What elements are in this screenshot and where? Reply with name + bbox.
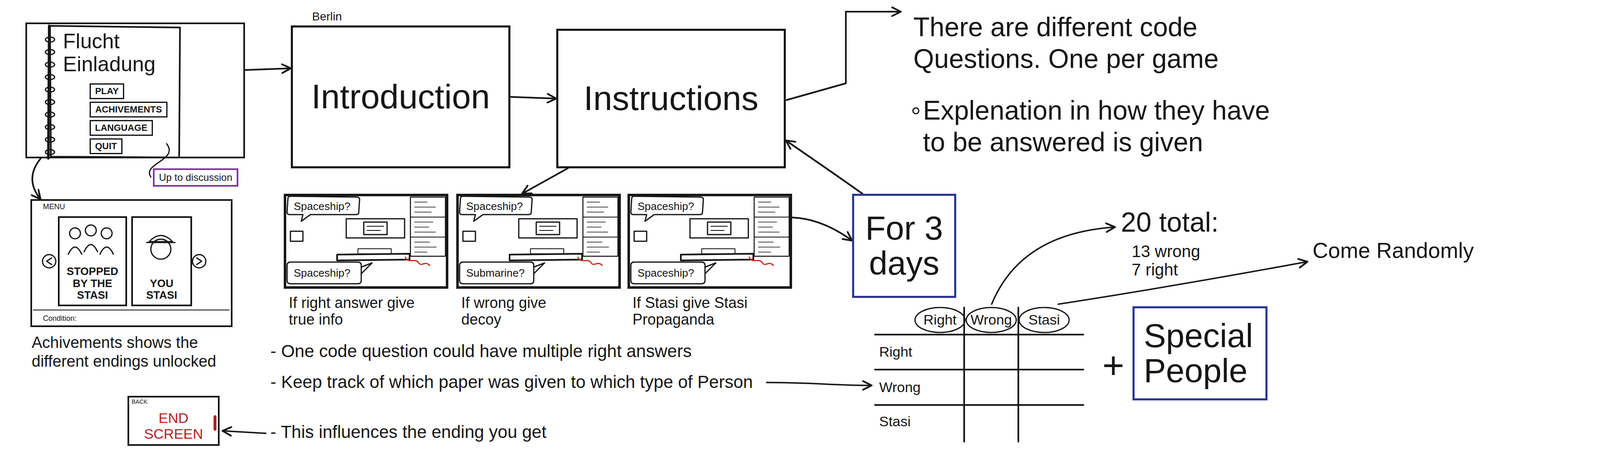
- leader-arrow: [1058, 261, 1308, 305]
- screen-caption: If right answer give true info: [288, 294, 431, 329]
- note-text: Come Randomly: [1312, 238, 1474, 264]
- menu-screen: MENU Condition: STOPPED BY THE STASI YOU ST…: [30, 199, 233, 328]
- end-marker: [213, 416, 217, 430]
- speech-text: Submarine?: [466, 267, 525, 280]
- table-header: Stasi: [1028, 311, 1060, 328]
- ending-name: STOPPED BY THE STASI: [61, 265, 124, 302]
- scene-box: BerlinIntroduction: [290, 25, 511, 169]
- back-label: BACK: [131, 398, 148, 405]
- total-count: 20 total:: [1120, 206, 1219, 239]
- loop-text: For 3 days: [862, 210, 946, 281]
- count-detail: 13 wrong: [1131, 241, 1201, 261]
- table-header: Right: [923, 311, 957, 328]
- special-text: Special People: [1143, 318, 1257, 389]
- condition-line: [33, 309, 230, 311]
- speech-text: Spaceship?: [637, 200, 695, 213]
- connector-arrow: [785, 140, 863, 194]
- special-box: Special People: [1132, 306, 1268, 401]
- title-card: Flucht EinladungPLAY ACHIVEMENTS LANGUAGE Q…: [25, 22, 245, 159]
- bullet-note: - One code question could have multiple …: [270, 340, 758, 362]
- screen-label: Condition:: [42, 314, 77, 323]
- scene-box: Instructions: [556, 28, 786, 169]
- game-screen: Spaceship?Submarine?If wrong give decoy: [456, 193, 621, 289]
- stasi-head-sketch: [146, 235, 175, 260]
- tag-text: Up to discussion: [158, 171, 233, 184]
- leader-arrow: [766, 382, 872, 386]
- connector-arrow: [245, 68, 291, 70]
- button-label: LANGUAGE: [95, 122, 148, 133]
- bullet-note: - This influences the ending you get: [270, 421, 758, 443]
- notebook-page: [50, 25, 180, 158]
- game-title: Flucht Einladung: [62, 30, 168, 76]
- leader-arrow: [786, 11, 901, 100]
- game-screen: Spaceship?Spaceship?If right answer give…: [283, 193, 449, 289]
- menu-button: ACHIVEMENTS: [89, 101, 168, 118]
- plus-sign: +: [1102, 344, 1125, 388]
- menu-button: QUIT: [89, 138, 123, 155]
- caption-text: Achivements shows the different endings …: [31, 333, 224, 371]
- button-label: PLAY: [95, 85, 119, 97]
- end-screen: BACK END SCREEN: [127, 395, 220, 446]
- bullet-dot: [912, 107, 919, 114]
- button-label: QUIT: [95, 140, 118, 152]
- leader-arrow: [991, 227, 1115, 305]
- loop-box: For 3 days: [852, 193, 957, 298]
- notebook-rings: [45, 37, 55, 155]
- menu-button: PLAY: [89, 83, 125, 100]
- header-ovals: [915, 307, 1070, 333]
- connector-arrow: [32, 158, 41, 200]
- crowd-sketch: [68, 225, 114, 255]
- row-header: Right: [879, 343, 913, 360]
- note-text: There are different code Questions. One …: [913, 11, 1264, 75]
- scene-title: Introduction: [311, 77, 490, 117]
- row-header: Wrong: [879, 379, 921, 396]
- screen-sketch: [630, 196, 790, 284]
- screen-caption: If Stasi give Stasi Propaganda: [632, 294, 775, 329]
- screen-caption: If wrong give decoy: [461, 294, 578, 329]
- ending-name: YOU STASI: [134, 277, 189, 302]
- ending-panel: YOU STASI: [131, 216, 193, 307]
- button-label: ACHIVEMENTS: [95, 104, 162, 115]
- ending-panel: STOPPED BY THE STASI: [57, 216, 128, 307]
- scene-title: Instructions: [583, 78, 759, 118]
- bullet-note: - Keep track of which paper was given to…: [270, 371, 758, 393]
- menu-button: LANGUAGE: [89, 120, 153, 136]
- screen-sketch: [287, 196, 446, 284]
- connector-arrow: [510, 97, 557, 99]
- speech-text: Spaceship?: [293, 267, 351, 280]
- screen-label: MENU: [42, 202, 65, 212]
- speech-text: Spaceship?: [293, 200, 351, 213]
- count-detail: 7 right: [1131, 260, 1178, 280]
- note-text: Explenation in how they have to be answe…: [922, 95, 1290, 158]
- end-title: END SCREEN: [134, 410, 214, 442]
- game-screen: Spaceship?Spaceship?If Stasi give Stasi …: [627, 193, 793, 289]
- table-header: Wrong: [970, 311, 1013, 328]
- leader-arrow: [222, 430, 266, 434]
- screen-sketch: [459, 196, 618, 284]
- row-header: Stasi: [879, 413, 911, 430]
- connector-arrow: [792, 217, 853, 241]
- connector-arrow: [522, 168, 568, 194]
- scene-place: Berlin: [312, 10, 343, 24]
- speech-text: Spaceship?: [637, 267, 695, 280]
- discussion-tag: Up to discussion: [152, 168, 239, 187]
- speech-text: Spaceship?: [466, 200, 523, 213]
- table-grid: [875, 307, 1084, 442]
